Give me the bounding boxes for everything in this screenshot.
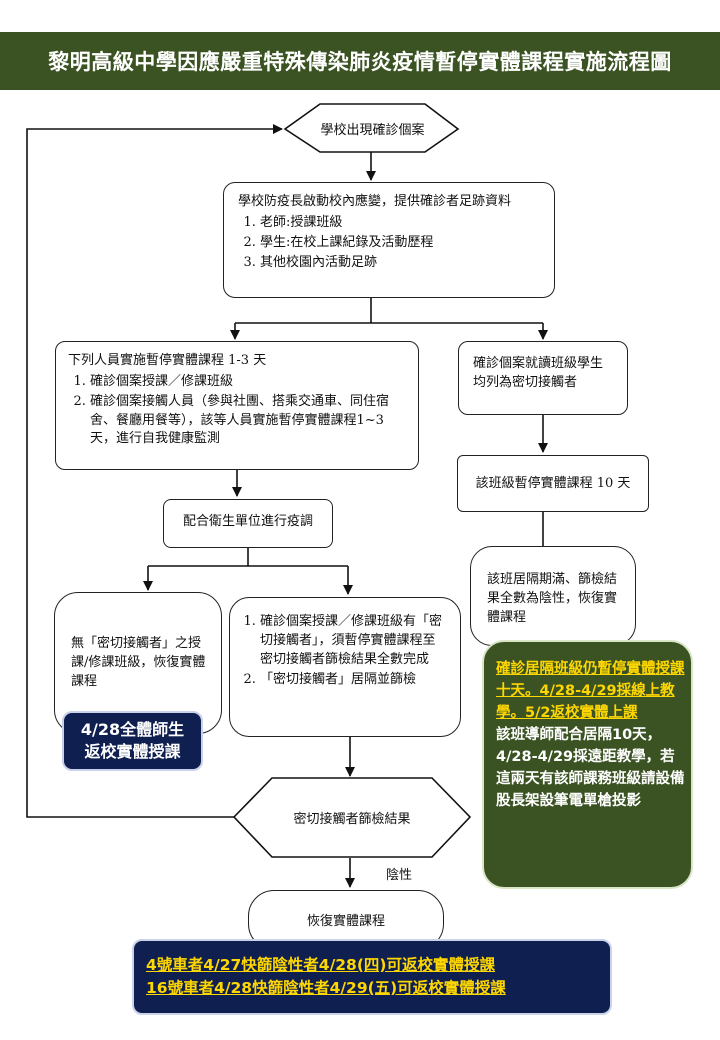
- right-step1-text: 確診個案就讀班級學生均列為密切接觸者: [473, 356, 604, 390]
- response-item: 學生:在校上課紀錄及活動歷程: [260, 234, 540, 253]
- resume-text: 恢復實體課程: [306, 914, 385, 929]
- arrow-loop-to-start: [26, 124, 283, 818]
- right-step2-box: 該班級暫停實體課程 10 天: [457, 455, 649, 512]
- right-step3-text: 該班居隔期滿、篩檢結果全數為陰性，恢復實體課程: [487, 572, 618, 625]
- response-box: 學校防疫長啟動校內應變，提供確診者足跡資料 老師:授課班級 學生:在校上課紀錄及…: [223, 182, 555, 298]
- left-branch-item: 確診個案授課／修課班級: [90, 373, 406, 392]
- start-label: 學校出現確診個案: [320, 123, 425, 138]
- has-contact-item: 「密切接觸者」居隔並篩檢: [260, 671, 448, 690]
- start-hexagon: [283, 103, 460, 153]
- decision-label: 密切接觸者篩檢結果: [293, 812, 411, 827]
- note-isolation-highlight: 確診居隔班級仍暫停實體授課十天。4/28-4/29採線上教學。5/2返校實體上課: [496, 661, 685, 721]
- investigation-box: 配合衛生單位進行疫調: [163, 499, 333, 548]
- note-all-return-line: 返校實體授課: [84, 742, 181, 761]
- response-item: 老師:授課班級: [260, 214, 540, 233]
- right-step2-text: 該班級暫停實體課程 10 天: [475, 476, 631, 491]
- response-heading: 學校防疫長啟動校內應變，提供確診者足跡資料: [238, 194, 512, 209]
- note-all-return-line: 4/28全體師生: [80, 720, 185, 739]
- left-branch-item: 確診個案接觸人員（參與社團、搭乘交通車、同住宿舍、餐廳用餐等），該等人員實施暫停…: [90, 393, 406, 450]
- has-contact-item: 確診個案授課／修課班級有「密切接觸者」，須暫停實體課程至密切接觸者篩檢結果全數完…: [260, 613, 448, 670]
- note-all-return: 4/28全體師生 返校實體授課: [62, 711, 203, 771]
- note-isolation: 確診居隔班級仍暫停實體授課十天。4/28-4/29採線上教學。5/2返校實體上課…: [482, 640, 693, 889]
- has-contact-box: 確診個案授課／修課班級有「密切接觸者」，須暫停實體課程至密切接觸者篩檢結果全數完…: [229, 597, 461, 737]
- no-contact-box: 無「密切接觸者」之授課/修課班級，恢復實體課程: [54, 592, 222, 734]
- note-bus-return: 4號車者4/27快篩陰性者4/28(四)可返校實體授課 16號車者4/28快篩陰…: [132, 939, 612, 1015]
- response-item: 其他校園內活動足跡: [260, 254, 540, 273]
- note-bus-return-line: 16號車者4/28快篩陰性者4/29(五)可返校實體授課: [146, 979, 506, 997]
- investigation-text: 配合衛生單位進行疫調: [182, 514, 313, 529]
- note-isolation-body: 該班導師配合居隔10天，4/28-4/29採遠距教學，若這兩天有該師課務班級請設…: [496, 727, 685, 809]
- left-branch-box: 下列人員實施暫停實體課程 1-3 天 確診個案授課／修課班級 確診個案接觸人員（…: [55, 341, 419, 470]
- right-step3-box: 該班居隔期滿、篩檢結果全數為陰性，恢復實體課程: [470, 546, 636, 646]
- page-title: 黎明高級中學因應嚴重特殊傳染肺炎疫情暫停實體課程實施流程圖: [0, 32, 720, 90]
- no-contact-text: 無「密切接觸者」之授課/修課班級，恢復實體課程: [71, 636, 206, 689]
- negative-label: 陰性: [386, 868, 413, 883]
- note-bus-return-line: 4號車者4/27快篩陰性者4/28(四)可返校實體授課: [146, 956, 495, 974]
- decision-hexagon: [232, 777, 472, 858]
- right-step1-box: 確診個案就讀班級學生均列為密切接觸者: [458, 341, 628, 415]
- left-branch-heading: 下列人員實施暫停實體課程 1-3 天: [68, 353, 267, 368]
